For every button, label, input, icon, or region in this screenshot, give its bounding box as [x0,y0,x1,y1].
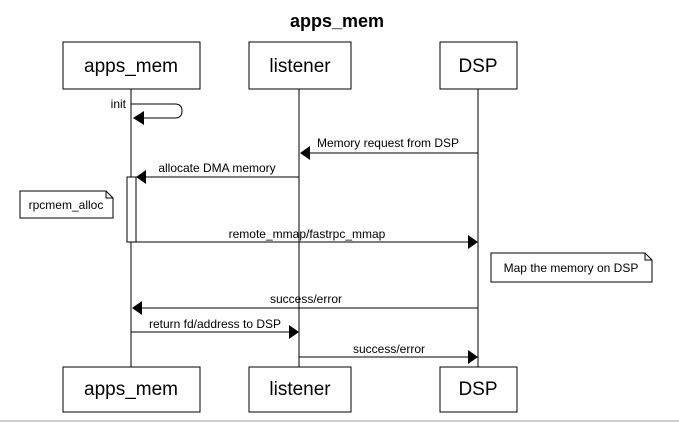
message-label: return fd/address to DSP [149,317,281,331]
message-label: allocate DMA memory [158,161,275,175]
arrowhead [132,301,142,315]
message-success-error-2: success/error [299,342,478,364]
message-self-loop [131,103,183,119]
participant-label: listener [269,56,331,77]
message-init: init [111,97,183,125]
message-memory-request: Memory request from DSP [300,136,478,160]
participant-listener-bottom: listener [248,366,352,413]
participant-apps-mem-top: apps_mem [62,41,201,90]
participant-listener-top: listener [248,41,352,90]
participant-label: listener [269,379,331,400]
participant-dsp-bottom: DSP [439,366,518,413]
arrowhead [133,111,144,125]
participant-dsp-top: DSP [439,41,518,90]
message-remote-mmap: remote_mmap/fastrpc_mmap [136,227,478,249]
note-label: rpcmem_alloc [29,198,104,212]
activation-apps-mem [126,176,137,243]
message-label: init [111,97,127,111]
participant-label: DSP [458,56,497,77]
arrowhead [468,235,478,249]
note-label: Map the memory on DSP [504,261,639,275]
message-label: remote_mmap/fastrpc_mmap [229,227,386,241]
message-return-fd: return fd/address to DSP [131,317,299,339]
message-label: Memory request from DSP [317,136,459,150]
arrowhead [300,146,310,160]
participant-label: apps_mem [84,56,178,77]
note-map-memory: Map the memory on DSP [490,252,653,283]
diagram-title: apps_mem [290,11,384,31]
arrowhead [289,325,299,339]
participant-apps-mem-bottom: apps_mem [62,366,201,413]
note-rpcmem-alloc: rpcmem_alloc [19,190,114,219]
message-success-error-1: success/error [132,292,478,315]
message-label: success/error [270,292,342,306]
message-label: success/error [353,342,425,356]
participant-label: DSP [458,379,497,400]
arrowhead [468,350,478,364]
arrowhead [136,170,146,184]
participant-label: apps_mem [84,379,178,400]
message-allocate-dma: allocate DMA memory [136,161,299,184]
